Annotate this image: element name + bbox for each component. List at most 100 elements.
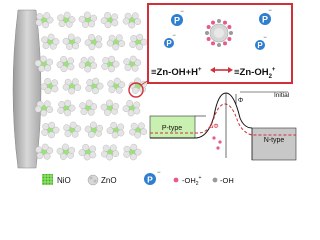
- zno-particle: [57, 14, 65, 22]
- legend-ion: P −: [144, 170, 161, 185]
- zno-particle: [87, 108, 95, 116]
- oh2-group: [223, 41, 227, 46]
- zno-particle: [78, 61, 86, 69]
- ion-icon-4: P −: [255, 35, 267, 50]
- zno-particle: [107, 80, 115, 88]
- zno-particle: [134, 18, 142, 25]
- nio-rod: [106, 105, 115, 111]
- zno-particle: [102, 57, 110, 64]
- svg-text:−: −: [180, 9, 184, 15]
- nio-rod: [128, 149, 137, 155]
- zno-particle: [63, 124, 71, 132]
- zno-particle: [90, 121, 97, 129]
- zno-particle: [112, 43, 120, 51]
- nio-rod: [112, 83, 121, 89]
- zno-particle: [104, 21, 112, 29]
- svg-text:P: P: [166, 39, 172, 48]
- zno-particle: [140, 128, 148, 136]
- zno-particle: [72, 42, 80, 50]
- zoom-marker: [128, 82, 144, 98]
- zno-particle: [128, 21, 136, 29]
- nio-rod: [84, 105, 93, 111]
- legend: NiO ZnO P − -OH2+ -OH: [42, 170, 234, 187]
- zno-particle: [78, 15, 86, 23]
- nio-rod: [68, 83, 77, 89]
- svg-text:−: −: [268, 8, 272, 14]
- oh2-group: [227, 37, 232, 41]
- zno-particle: [71, 130, 79, 138]
- zno-particle: [133, 107, 141, 115]
- zno-particle: [88, 34, 95, 41]
- ion-icon-3: P −: [164, 33, 176, 48]
- legend-zno-label: ZnO: [101, 176, 117, 185]
- svg-text:P: P: [147, 175, 153, 185]
- zno-particle: [96, 124, 104, 132]
- zno-particle: [46, 106, 54, 113]
- zno-particle: [64, 109, 71, 117]
- legend-oh2: -OH2+: [173, 175, 202, 187]
- zno-particle: [39, 55, 47, 63]
- zno-particle: [83, 11, 91, 19]
- ion-icon-1: P −: [171, 9, 184, 26]
- zno-particle: [78, 149, 86, 157]
- svg-text:≡Zn-OH2+: ≡Zn-OH2+: [234, 67, 276, 80]
- nio-rod: [90, 127, 99, 133]
- nio-rod: [62, 105, 71, 111]
- zno-particle: [90, 62, 98, 69]
- zno-particle: [132, 87, 139, 94]
- oh2-group: [206, 37, 211, 41]
- zno-particle: [106, 127, 114, 135]
- legend-nio: NiO: [42, 174, 71, 185]
- zno-particle: [35, 146, 43, 154]
- zno-particle: [43, 152, 51, 160]
- zno-particle: [138, 122, 145, 130]
- zno-particle: [67, 33, 75, 41]
- legend-oh-label: -OH: [220, 176, 234, 185]
- nio-rod: [84, 61, 93, 67]
- heterostructure-illustration: [12, 9, 148, 169]
- legend-oh: -OH: [212, 176, 234, 185]
- zno-particle-cluster: [205, 19, 233, 47]
- n-type-label: N-type: [264, 137, 285, 144]
- zno-particle: [136, 43, 143, 51]
- nio-rod: [46, 39, 55, 45]
- p-type-label: P-type: [162, 125, 182, 132]
- zno-particle: [60, 65, 68, 73]
- zno-particle: [47, 33, 55, 41]
- nio-rod: [68, 127, 77, 133]
- nio-rod: [40, 61, 49, 67]
- zno-particle: [122, 105, 130, 113]
- zoom-connector: [128, 79, 150, 98]
- svg-text:P: P: [257, 41, 263, 50]
- zno-particle: [52, 38, 60, 45]
- zno-particle: [134, 131, 142, 139]
- zno-particle: [88, 20, 96, 28]
- zno-particle: [71, 78, 79, 86]
- reaction-right: ≡Zn-OH: [234, 67, 269, 78]
- nio-rod: [134, 39, 143, 45]
- zno-particle: [62, 37, 70, 45]
- zno-particle: [96, 82, 104, 90]
- zno-particle: [87, 56, 95, 64]
- zno-particle: [41, 143, 49, 151]
- nio-rod: [134, 127, 143, 133]
- oh2-group: [227, 25, 232, 29]
- nio-rod: [106, 61, 115, 67]
- zno-particle: [79, 102, 87, 110]
- zno-particle: [62, 83, 70, 91]
- zno-particle: [68, 16, 76, 23]
- zno-particle: [123, 151, 131, 158]
- zno-particle: [95, 41, 103, 49]
- zno-particle: [52, 126, 60, 134]
- zno-particle: [34, 59, 42, 67]
- substrate: [12, 9, 42, 169]
- zno-particle: [134, 148, 142, 156]
- zno-particle: [110, 144, 117, 152]
- oh2-group: [211, 20, 215, 25]
- reaction-left-sup: +: [198, 67, 202, 73]
- zno-particle: [104, 12, 111, 19]
- nio-rod: [62, 149, 71, 155]
- zno-particle: [112, 150, 120, 158]
- nio-rod: [90, 83, 99, 89]
- zno-particle: [102, 144, 110, 152]
